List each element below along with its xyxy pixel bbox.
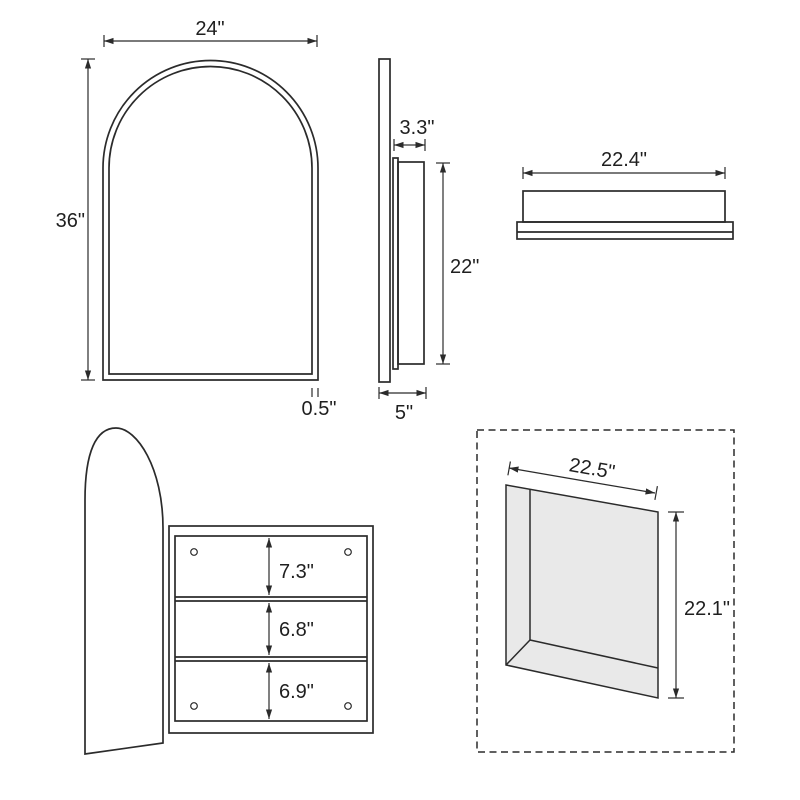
shelf-pin-hole	[190, 702, 198, 710]
shelf-pin-hole	[190, 548, 198, 556]
dim-label-overall-depth: 5"	[395, 402, 413, 424]
dim-label-cabinet-depth: 3.3"	[400, 117, 435, 139]
dim-label-bottom-shelf: 6.9"	[279, 681, 314, 703]
dim-line	[581, 479, 656, 495]
dim-label-top-shelf: 7.3"	[279, 561, 314, 583]
dim-front-height: 36"	[56, 58, 95, 381]
cabinet-inner-box	[174, 535, 368, 722]
open-view: 7.3" 6.8" 6.9"	[84, 427, 374, 755]
shelf-pin-hole	[344, 702, 352, 710]
niche-view: 22.5" 22.1"	[476, 429, 735, 753]
dim-line	[508, 466, 582, 482]
dim-label-cabinet-height: 22"	[450, 256, 479, 278]
cabinet-body-top	[522, 190, 726, 223]
dim-middle-shelf: 6.8"	[265, 603, 314, 655]
dim-niche-height: 22.1"	[668, 511, 730, 699]
dim-side-cabinet-depth: 3.3"	[393, 117, 435, 151]
open-door-outline	[84, 427, 164, 755]
dim-side-overall-depth: 5"	[378, 387, 427, 424]
niche-floor-back-edge	[529, 639, 659, 669]
dim-top-cabinet-width: 22.4"	[522, 149, 726, 179]
dim-label-niche-height: 22.1"	[684, 598, 730, 620]
dim-label-front-height: 36"	[56, 210, 85, 232]
dim-bottom-shelf: 6.9"	[265, 663, 314, 719]
dim-label-frame-thickness: 0.5"	[302, 398, 337, 420]
front-view: 24" 36" 0.5"	[56, 18, 337, 420]
top-view: 22.4"	[516, 149, 734, 240]
cabinet-outer-box	[168, 525, 374, 734]
niche-dashed-boundary	[476, 429, 735, 753]
extension-tick	[654, 485, 658, 501]
dim-side-cabinet-height: 22"	[436, 162, 479, 365]
dim-front-width: 24"	[103, 18, 318, 47]
dim-top-shelf: 7.3"	[265, 538, 314, 595]
dim-label-top-cabinet-width: 22.4"	[601, 149, 647, 171]
door-profile	[378, 58, 391, 383]
niche-opening	[505, 484, 659, 699]
niche-corner-edge	[505, 639, 531, 666]
mirror-outer-frame	[102, 59, 319, 381]
cabinet-box-profile	[397, 161, 425, 365]
dim-label-middle-shelf: 6.8"	[279, 619, 314, 641]
door-plate-top	[516, 221, 734, 240]
dim-front-frame-thickness: 0.5"	[302, 388, 337, 420]
dim-label-front-width: 24"	[195, 18, 224, 40]
mirror-inner-frame	[108, 65, 313, 375]
shelf-pin-hole	[344, 548, 352, 556]
side-view: 3.3" 22" 5"	[378, 58, 479, 424]
